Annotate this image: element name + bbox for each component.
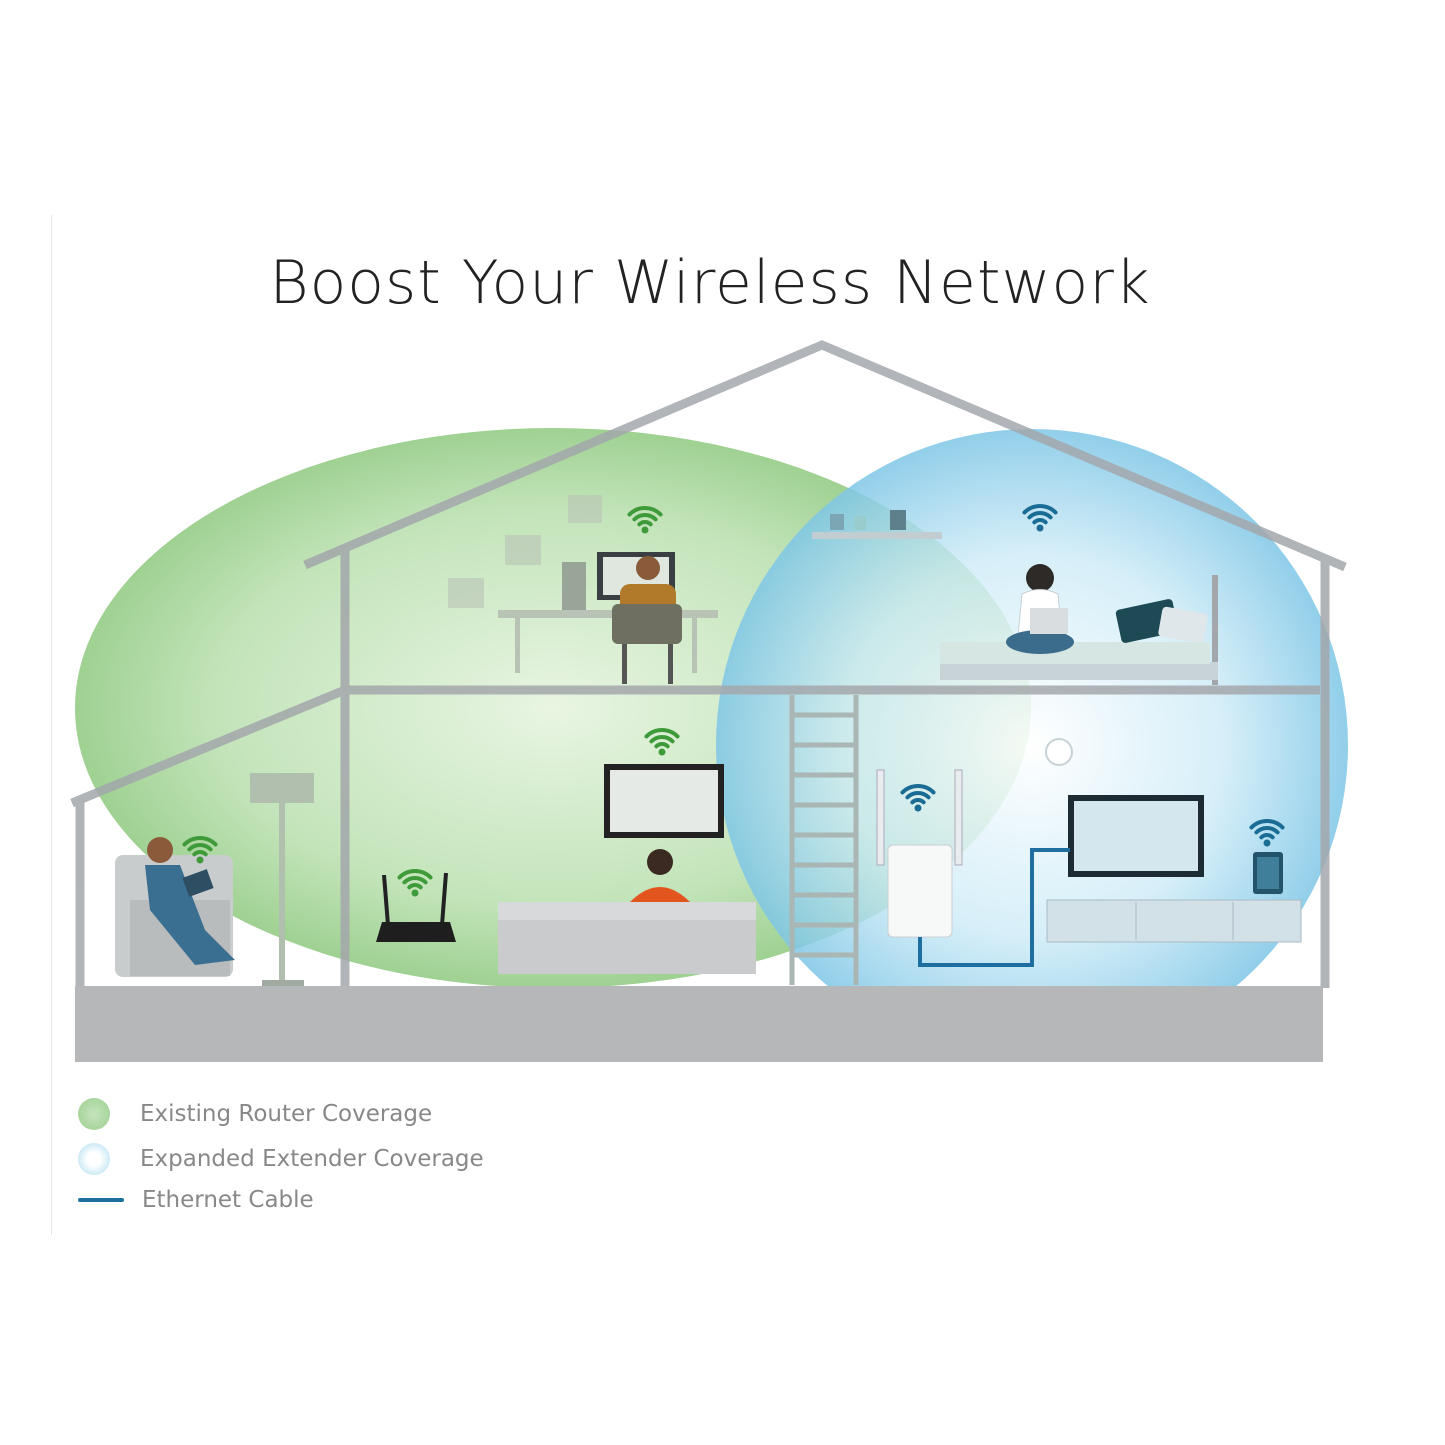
office-scene <box>448 495 718 684</box>
legend-item-router-coverage: Existing Router Coverage <box>78 1098 432 1130</box>
media-room-scene <box>1045 738 1302 943</box>
house-structure <box>70 340 1347 988</box>
living-room-scene <box>115 764 756 986</box>
frame-divider <box>51 215 52 1235</box>
legend-label: Ethernet Cable <box>142 1187 314 1213</box>
wifi-signal-icon <box>627 506 663 534</box>
ladder <box>789 695 859 985</box>
page-title: Boost Your Wireless Network <box>269 248 1151 318</box>
extender-device <box>876 769 963 938</box>
legend-label: Expanded Extender Coverage <box>140 1146 484 1172</box>
bedroom-scene <box>812 510 1218 685</box>
legend-label: Existing Router Coverage <box>140 1101 433 1127</box>
wifi-signal-icon <box>900 784 936 812</box>
wifi-signal-icon <box>644 728 680 756</box>
blue-circle-icon <box>78 1143 110 1175</box>
wifi-signal-icon <box>182 836 218 864</box>
legend-item-ethernet-cable: Ethernet Cable <box>78 1187 314 1213</box>
router-device <box>376 872 456 942</box>
ethernet-cable <box>918 848 1070 967</box>
blue-line-icon <box>78 1198 124 1202</box>
ground-slab <box>75 986 1323 1062</box>
legend-item-extender-coverage: Expanded Extender Coverage <box>78 1143 484 1175</box>
wifi-signal-icon <box>397 869 433 897</box>
wifi-signal-icon <box>1022 504 1058 532</box>
green-circle-icon <box>78 1098 110 1130</box>
wifi-signal-icon <box>1249 819 1285 847</box>
